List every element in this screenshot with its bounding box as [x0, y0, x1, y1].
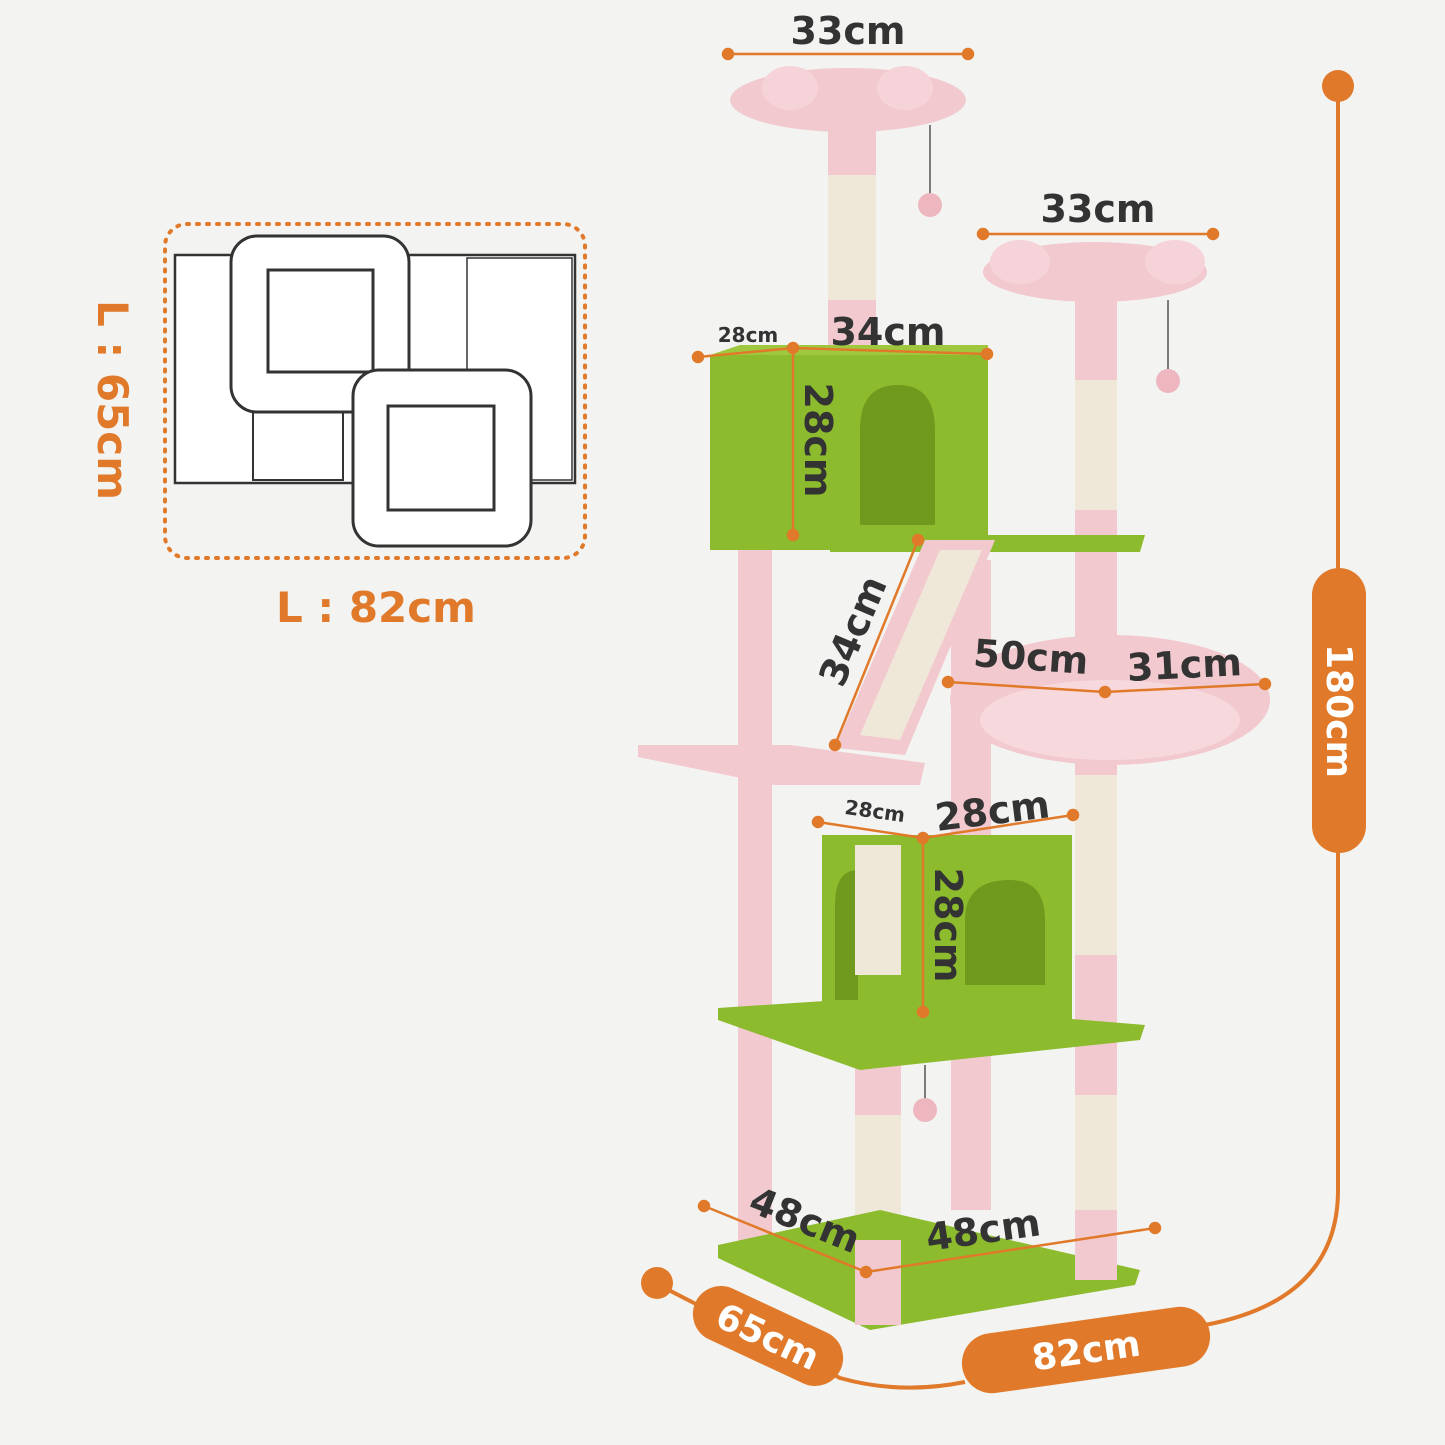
- footprint-diagram: L : 82cm L : 65cm: [88, 222, 587, 632]
- post: [738, 548, 772, 1248]
- dim-upper-condo-height: 28cm: [796, 382, 840, 497]
- perch-bump: [877, 66, 933, 110]
- overall-height-label: 180cm: [1318, 644, 1359, 778]
- dim-lower-condo-height: 28cm: [926, 867, 970, 982]
- sisal-wrap: [1075, 775, 1117, 955]
- lower-platform: [718, 1000, 1145, 1070]
- footprint-width-label: L : 65cm: [88, 300, 137, 500]
- left-platform: [638, 745, 925, 785]
- overall-height-line: [1204, 86, 1340, 1327]
- dim-top-perch-right: 33cm: [1040, 187, 1155, 231]
- perch-bump: [1145, 240, 1205, 284]
- toy-ball: [918, 193, 942, 217]
- dim-hammock-length: 50cm: [972, 631, 1090, 683]
- dim-top-perch-left: 33cm: [790, 9, 905, 53]
- upper-condo-door: [860, 385, 935, 525]
- sisal-wrap: [828, 175, 876, 300]
- overall-height-dot: [1322, 70, 1354, 102]
- dim-hammock-width: 31cm: [1126, 640, 1243, 690]
- lower-condo-door-right: [965, 880, 1045, 985]
- toy-ball: [1156, 369, 1180, 393]
- dim-lower-condo-width: 28cm: [933, 782, 1053, 840]
- cat-tree-illustration: [638, 66, 1270, 1330]
- dim-upper-condo-depth: 28cm: [718, 323, 779, 347]
- dimension-lines: [691, 47, 1272, 1279]
- lower-condo-door-left: [835, 870, 858, 1000]
- footprint-upper-condo-inner: [266, 268, 375, 374]
- footprint-dotted-border: [163, 222, 587, 560]
- ramp-sisal: [860, 550, 982, 740]
- footprint-length-label: L : 82cm: [276, 583, 476, 632]
- hammock-inner: [980, 680, 1240, 760]
- post: [1075, 1210, 1117, 1280]
- overall-depth-dot: [641, 1267, 673, 1299]
- dim-upper-condo-width: 34cm: [830, 310, 945, 354]
- footprint-lower-condo-inner: [386, 404, 496, 512]
- dim-lower-condo-depth: 28cm: [843, 795, 906, 827]
- upper-condo: [710, 355, 988, 550]
- perch-bump: [762, 66, 818, 110]
- width-pill: 82cm: [961, 1306, 1211, 1394]
- toy-ball: [913, 1098, 937, 1122]
- sisal-wrap: [1075, 1095, 1117, 1210]
- sisal-wrap: [1075, 380, 1117, 510]
- sisal-wrap: [855, 845, 901, 975]
- overall-base-line: [654, 1281, 966, 1390]
- post: [855, 1240, 901, 1325]
- base-board: [718, 1210, 1140, 1330]
- overall-dimension-lines: [641, 70, 1354, 1390]
- height-pill: 180cm: [1312, 568, 1366, 853]
- perch-bump: [990, 240, 1050, 284]
